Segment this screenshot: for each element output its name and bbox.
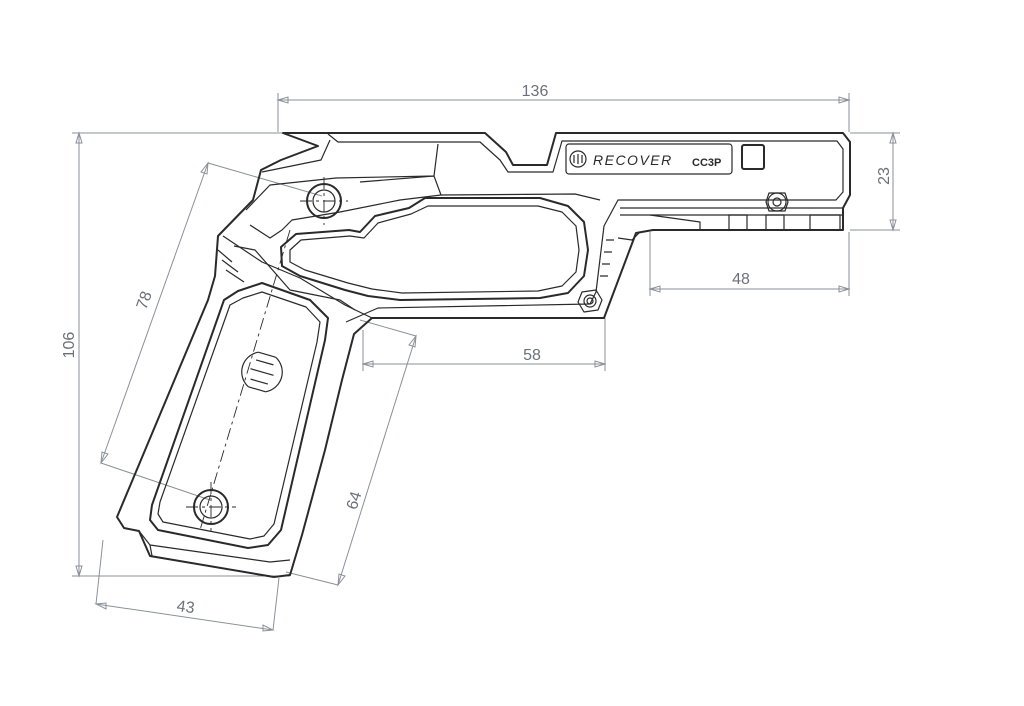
dim-grip-diagonal-long: 78 xyxy=(134,289,156,312)
dim-grip-diagonal-short: 64 xyxy=(344,490,365,512)
frame-upper-details xyxy=(217,139,601,319)
front-screw xyxy=(577,289,603,313)
dim-overall-height: 106 xyxy=(61,332,78,359)
grip-panel xyxy=(138,229,329,563)
dimension-lines xyxy=(72,93,900,632)
brand-label: RECOVER xyxy=(593,152,673,168)
dimension-labels: 136 106 23 48 58 78 64 43 xyxy=(61,83,893,617)
trigger-guard-notches xyxy=(600,231,641,277)
trigger-guard-window xyxy=(280,197,589,301)
dim-rail-height: 23 xyxy=(876,167,893,185)
grip-logo-icon xyxy=(241,351,283,393)
dim-overall-length: 136 xyxy=(522,83,549,100)
accessory-rail xyxy=(620,192,843,231)
dim-trigger-guard-length: 58 xyxy=(523,347,541,364)
brand-logo-icon xyxy=(569,150,587,168)
dim-rail-length: 48 xyxy=(732,271,750,288)
dim-grip-width: 43 xyxy=(176,598,196,617)
model-badge xyxy=(741,144,765,170)
brand-plate: RECOVER CC3P xyxy=(565,143,765,175)
model-label: CC3P xyxy=(692,157,721,169)
top-rear-screw xyxy=(300,177,348,225)
